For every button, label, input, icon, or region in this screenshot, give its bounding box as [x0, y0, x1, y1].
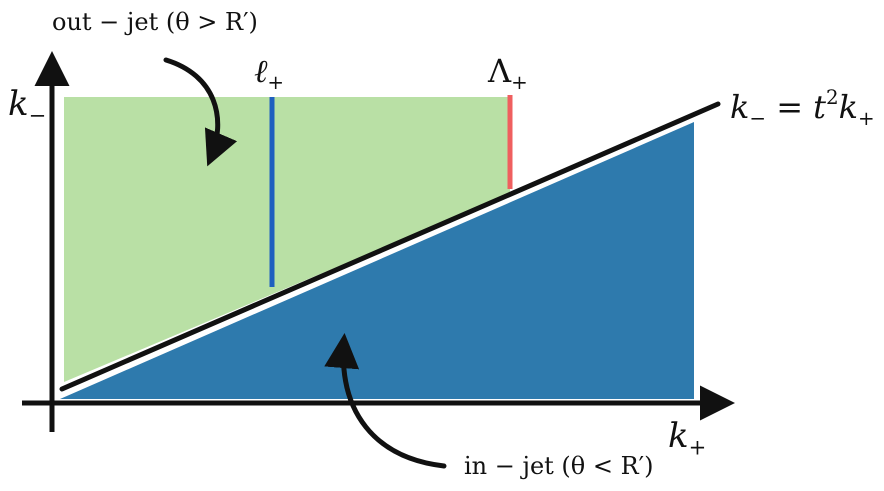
- eq-k2: k: [838, 87, 859, 126]
- eq-k2-sub: +: [858, 106, 875, 130]
- l-plus-sub: +: [267, 70, 284, 94]
- diagonal-line: [59, 101, 721, 392]
- in-jet-label: in − jet (θ < R′): [464, 452, 654, 480]
- eq-k: k: [730, 87, 750, 126]
- in-jet-arrow: [324, 333, 447, 469]
- k-minus-base: k: [8, 84, 29, 124]
- k-minus-sub: −: [28, 102, 47, 128]
- lambda-plus-sub: +: [511, 70, 528, 94]
- l-plus-base: ℓ: [254, 52, 268, 90]
- k-plus-axis-label: k+: [668, 416, 706, 459]
- out-jet-label: out − jet (θ > R′): [52, 8, 258, 36]
- lambda-plus-label: Λ+: [488, 52, 528, 94]
- l-plus-label: ℓ+: [254, 52, 284, 94]
- in-jet-region: [60, 122, 694, 399]
- out-jet-region: [64, 97, 510, 382]
- eq-sup: 2: [826, 86, 839, 109]
- out-jet-arrow: [163, 57, 238, 167]
- k-plus-base: k: [668, 416, 689, 456]
- k-plus-sub: +: [688, 434, 707, 460]
- lambda-plus-base: Λ: [488, 52, 512, 90]
- diagonal-equation-label: k− = t2k+: [730, 86, 875, 130]
- k-minus-axis-label: k−: [8, 84, 46, 127]
- eq-eq: = t: [766, 87, 827, 126]
- eq-k-sub: −: [749, 106, 767, 130]
